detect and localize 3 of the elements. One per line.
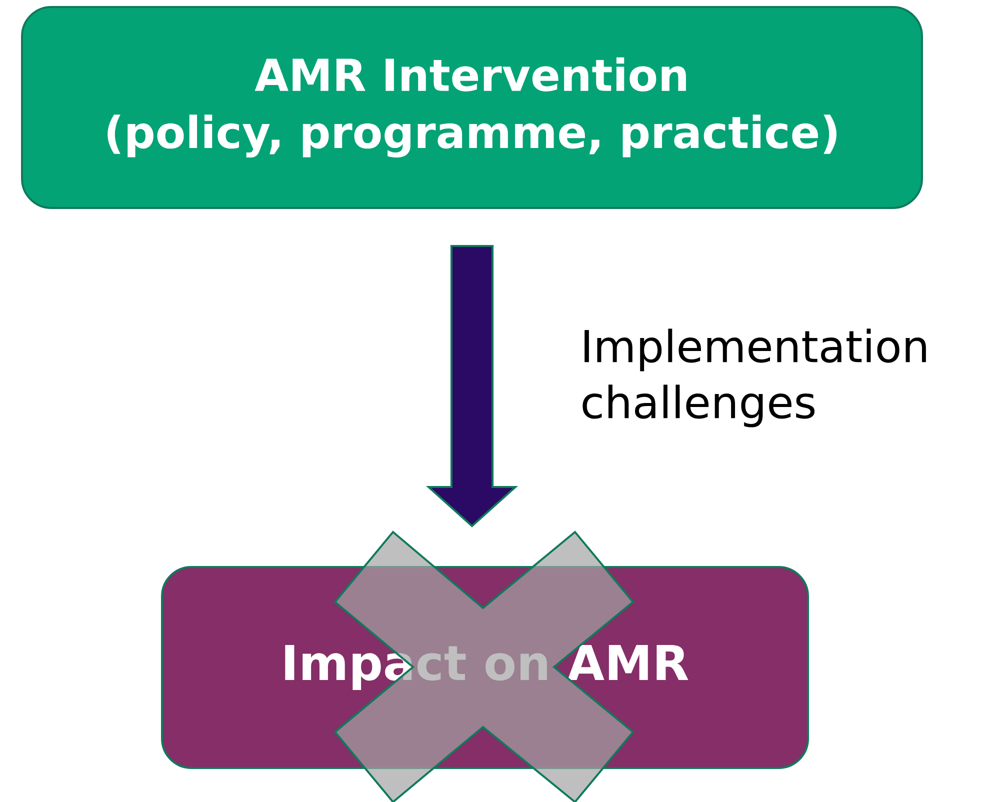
arrow [426,244,518,528]
process-box: AMR Intervention (policy, programme, practice) [21,6,923,209]
edge-label: Implementation challenges [582,328,926,428]
